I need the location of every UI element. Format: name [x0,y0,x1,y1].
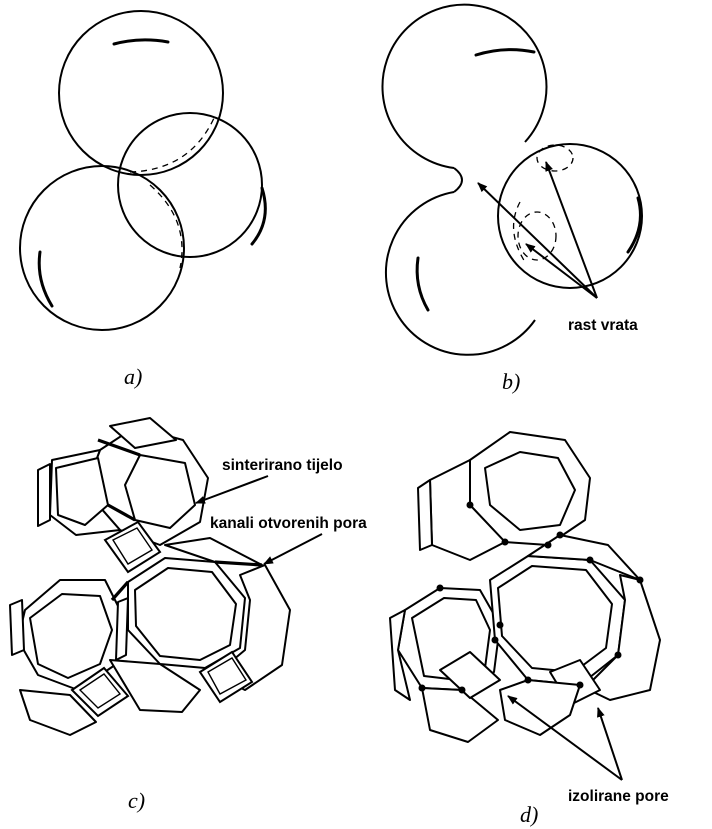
panel-d-label: d) [520,802,538,827]
isolated-pore [587,557,594,564]
isolated-pores-arrow [598,708,622,780]
particle-right [498,144,642,288]
particle-right [118,113,262,257]
grain-face [422,688,498,742]
pore-channel [112,582,128,600]
isolated-pores-label: izolirane pore [568,788,669,805]
isolated-pore [615,652,622,659]
pore-outline [537,145,573,171]
grain-side [10,600,24,655]
highlight-arc [114,40,168,44]
neck-growth-label: rast vrata [568,317,638,334]
isolated-pore [545,542,552,549]
grain-face [500,680,580,735]
particle-top [382,5,546,168]
grain-face [110,660,200,712]
isolated-pore [577,682,584,689]
isolated-pore [637,577,644,584]
grain-side [38,464,50,526]
panel-a-spheres: a) [20,11,265,389]
panel-d-isolated-pores: izolirane pore d) [390,432,669,827]
grain-side [116,598,128,660]
isolated-pore [437,585,444,592]
isolated-pore [467,502,474,509]
panel-b-neck-growth: rast vrata b) [382,5,642,394]
particle-top [59,11,223,175]
isolated-pore [557,532,564,539]
hidden-contour [130,118,214,172]
isolated-pore [492,637,499,644]
isolated-pore [497,622,504,629]
particle-left [20,166,184,330]
panel-c-open-pores: sinterirano tijelo kanali otvorenih pora… [10,418,367,813]
highlight-arc [476,50,534,55]
isolated-pore [525,677,532,684]
open-pore-channels-label: kanali otvorenih pora [210,515,367,532]
isolated-pore [419,685,426,692]
panel-a-label: a) [124,364,142,389]
sintered-body-label: sinterirano tijelo [222,457,343,474]
isolated-pore [502,539,509,546]
highlight-arc [628,198,640,252]
grain-side [418,480,432,550]
neck [454,168,462,192]
open-pore-channels-arrow [264,534,322,564]
highlight-arc [39,252,52,306]
highlight-arc [417,258,428,310]
panel-c-label: c) [128,788,145,813]
panel-b-label: b) [502,369,520,394]
isolated-pore [459,687,466,694]
